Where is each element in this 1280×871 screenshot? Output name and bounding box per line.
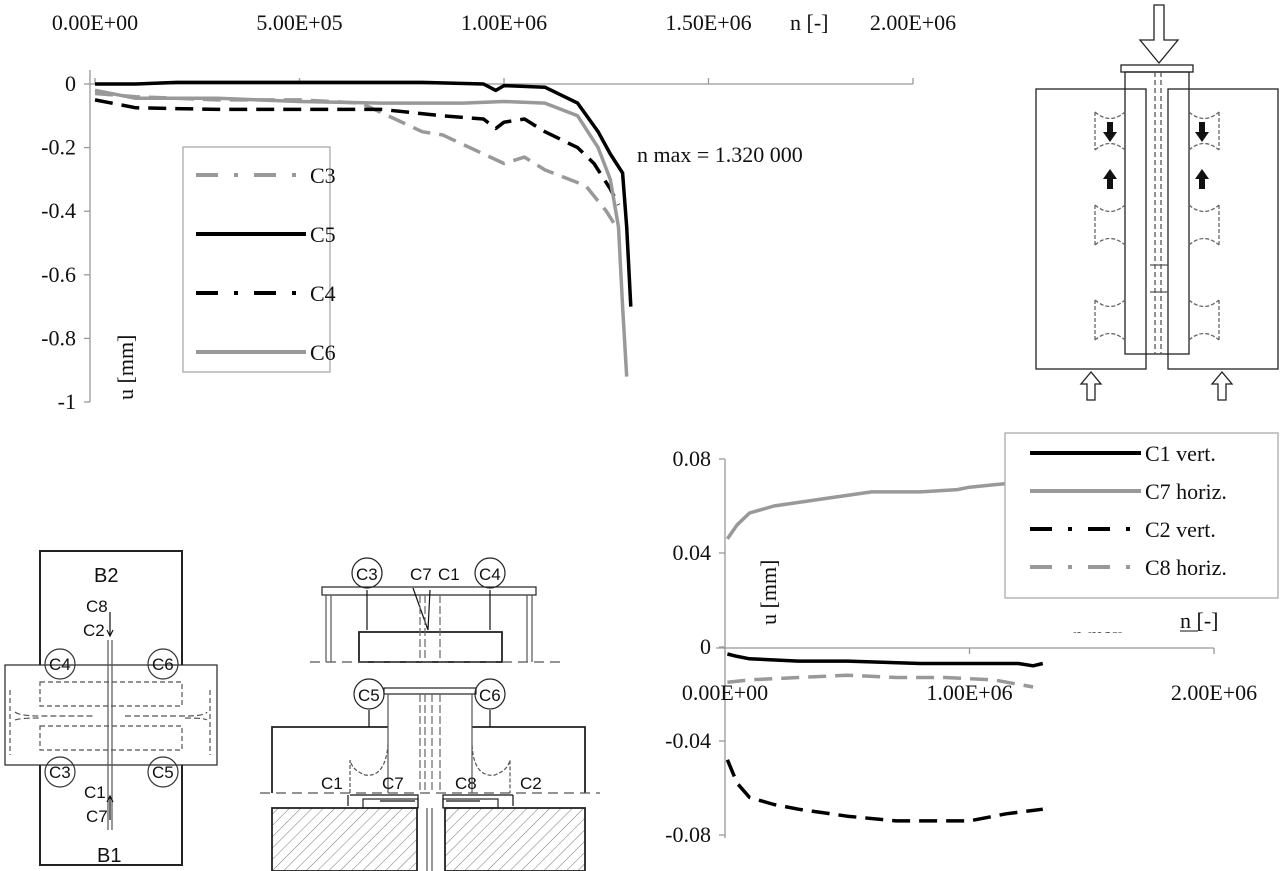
section-label-c7-top: C7 — [410, 565, 432, 584]
label-b2: B2 — [94, 565, 118, 587]
label-c1: C1 — [84, 783, 106, 802]
x-tick-label: 5.00E+05 — [256, 10, 342, 35]
section-label-c5: C5 — [358, 686, 380, 705]
label-c6: C6 — [152, 655, 174, 674]
x-tick-label: 0.00E+00 — [682, 680, 768, 705]
chart-bottom-right: 0.00E+00 1.00E+06 2.00E+06 0.08 0.04 0 -0.04 -… — [665, 432, 1279, 847]
chart1-annotation-nmax: n max = 1.320 000 — [637, 142, 803, 167]
y-tick-label: -0.04 — [665, 728, 711, 753]
series-line-c7-horiz — [725, 478, 1043, 540]
legend-label: C1 vert. — [1145, 441, 1216, 466]
sensor-c4-circle — [44, 648, 76, 680]
legend-label: C8 horiz. — [1145, 555, 1227, 580]
series-line-c6 — [94, 88, 629, 377]
label-b1: B1 — [97, 845, 121, 867]
arrow-up-icon — [1103, 169, 1117, 189]
chart2-legend — [1004, 432, 1279, 599]
support-arrow-up-icon — [1210, 370, 1234, 401]
section-label-c7-bottom: C7 — [382, 774, 404, 793]
legend-label: C5 — [310, 222, 336, 247]
series-line-c8-horiz — [727, 673, 1034, 689]
legend-label: C4 — [310, 281, 336, 306]
sensor-c5-circle — [147, 756, 179, 788]
label-c2: C2 — [83, 621, 105, 640]
chart2-annotation-nmax-partial: n max — [1073, 625, 1122, 647]
series-line-c1-vert — [726, 652, 1044, 668]
legend-label: C7 horiz. — [1145, 479, 1227, 504]
series-line-c2-vert — [725, 759, 1044, 823]
arrow-down-icon — [1195, 122, 1209, 142]
x-tick-label: 1.50E+06 — [665, 10, 751, 35]
y-tick-label: -0.4 — [41, 198, 76, 223]
series-line-c3 — [94, 91, 616, 225]
sensor-c6-circle — [147, 648, 179, 680]
series-line-c4 — [94, 98, 621, 206]
plan-view-diagram: B2 B1 C4 C6 C3 C5 C8 C2 C1 C7 — [4, 550, 218, 867]
legend-label: C3 — [310, 163, 336, 188]
section-label-c8-bottom: C8 — [455, 774, 477, 793]
support-arrow-up-icon — [1079, 370, 1103, 401]
x-tick-label: 1.00E+06 — [461, 10, 547, 35]
y-tick-label: 0.04 — [673, 540, 712, 565]
chart1-y-label: u [mm] — [113, 335, 138, 400]
y-tick-label: 0 — [700, 634, 711, 659]
legend-label: C6 — [310, 340, 336, 365]
arrow-down-icon — [1103, 122, 1117, 142]
x-tick-label: 2.00E+06 — [1171, 680, 1257, 705]
section-label-c6: C6 — [479, 686, 501, 705]
y-tick-label: -0.6 — [41, 262, 76, 287]
section-label-c1-top: C1 — [438, 565, 460, 584]
sensor-c3-circle — [44, 756, 76, 788]
x-tick-label: 2.00E+06 — [870, 10, 956, 35]
section-view-diagram: C3 C4 C7 C1 C5 C6 C1 C7 C8 C2 — [260, 557, 600, 871]
chart-top-left: 0.00E+00 5.00E+05 1.00E+06 1.50E+06 2.00E+06… — [41, 10, 956, 414]
section-label-c1-bottom: C1 — [321, 774, 343, 793]
chart1-x-label: n [-] — [790, 10, 828, 35]
label-c3: C3 — [49, 763, 71, 782]
y-tick-label: -0.2 — [41, 135, 76, 160]
y-tick-label: -0.08 — [665, 822, 711, 847]
section-label-c3: C3 — [356, 565, 378, 584]
legend-label: C2 vert. — [1145, 517, 1216, 542]
chart1-legend — [182, 146, 331, 373]
loading-diagram — [1035, 4, 1279, 401]
x-tick-label: 1.00E+06 — [926, 680, 1012, 705]
x-tick-label: 0.00E+00 — [52, 10, 138, 35]
y-tick-label: -0.8 — [41, 325, 76, 350]
arrow-up-icon — [1195, 169, 1209, 189]
label-c7: C7 — [86, 807, 108, 826]
chart2-y-label: u [mm] — [756, 560, 781, 625]
series-line-c5 — [95, 80, 633, 307]
label-c5: C5 — [152, 763, 174, 782]
label-c8: C8 — [86, 597, 108, 616]
y-tick-label: 0 — [65, 71, 76, 96]
section-label-c4: C4 — [479, 565, 501, 584]
y-tick-label: -1 — [58, 389, 76, 414]
label-c4: C4 — [49, 655, 71, 674]
section-label-c2-bottom: C2 — [520, 774, 542, 793]
chart2-x-label: n [-] — [1180, 608, 1218, 633]
y-tick-label: 0.08 — [673, 446, 712, 471]
load-arrow-down-icon — [1138, 4, 1180, 65]
